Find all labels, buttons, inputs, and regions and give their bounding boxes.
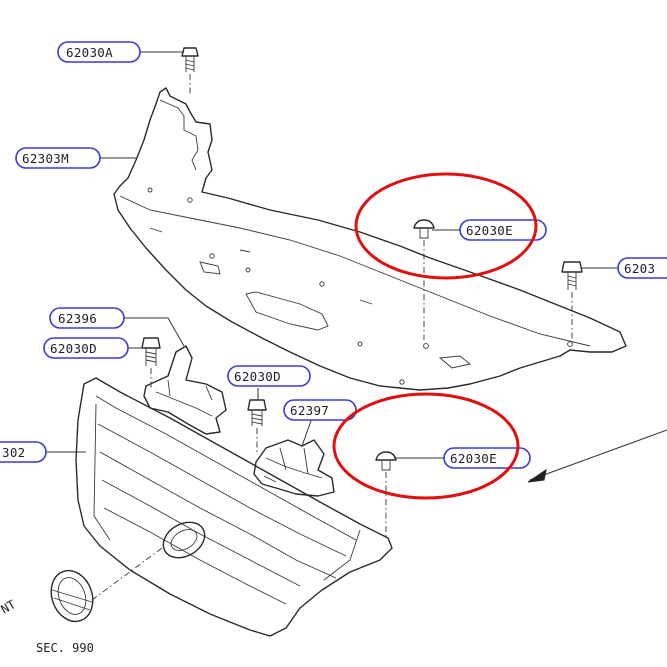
- svg-text:6203: 6203: [624, 261, 655, 276]
- svg-text:62303M: 62303M: [22, 151, 69, 166]
- bolt-6203-right: [561, 261, 583, 340]
- part-label-62030E-top[interactable]: 62030E: [459, 219, 547, 241]
- clip-62030E-bottom: [375, 451, 397, 538]
- front-marker-text: NT: [0, 597, 18, 616]
- bolt-62030D-mid: [247, 399, 267, 454]
- part-label-6203-right[interactable]: 6203: [617, 257, 667, 279]
- emblem: [50, 547, 163, 623]
- clip-62030E-top: [413, 219, 435, 340]
- svg-text:62396: 62396: [58, 311, 97, 326]
- svg-text:62030A: 62030A: [66, 45, 113, 60]
- front-direction-arrow: [527, 429, 667, 483]
- svg-text:302: 302: [2, 445, 25, 460]
- part-label-62030E-bottom[interactable]: 62030E: [443, 447, 531, 469]
- svg-text:62030D: 62030D: [50, 341, 97, 356]
- middle-bracket-62397: [253, 439, 335, 497]
- svg-text:62030E: 62030E: [466, 223, 513, 238]
- front-grille: [75, 377, 393, 637]
- part-label-62396[interactable]: 62396: [49, 307, 125, 329]
- part-label-62303M[interactable]: 62303M: [15, 147, 101, 169]
- left-bracket-62396: [143, 345, 227, 435]
- bolt-62030D-left: [141, 337, 161, 388]
- highlight-circle-top: [354, 172, 538, 280]
- svg-text:62397: 62397: [290, 403, 329, 418]
- svg-text:62030E: 62030E: [450, 451, 497, 466]
- part-label-62030D-mid[interactable]: 62030D: [227, 365, 311, 387]
- core-cover-panel: [113, 87, 627, 391]
- sec-reference: SEC. 990: [36, 641, 94, 655]
- part-label-62030A[interactable]: 62030A: [57, 41, 141, 63]
- part-label-302[interactable]: 302: [0, 441, 47, 463]
- part-label-62397[interactable]: 62397: [283, 399, 357, 421]
- leader-lines: [46, 51, 618, 459]
- svg-text:62030D: 62030D: [234, 369, 281, 384]
- part-label-62030D-left[interactable]: 62030D: [43, 337, 129, 359]
- highlight-circle-bottom: [332, 392, 520, 500]
- bolt-62030A: [181, 47, 199, 96]
